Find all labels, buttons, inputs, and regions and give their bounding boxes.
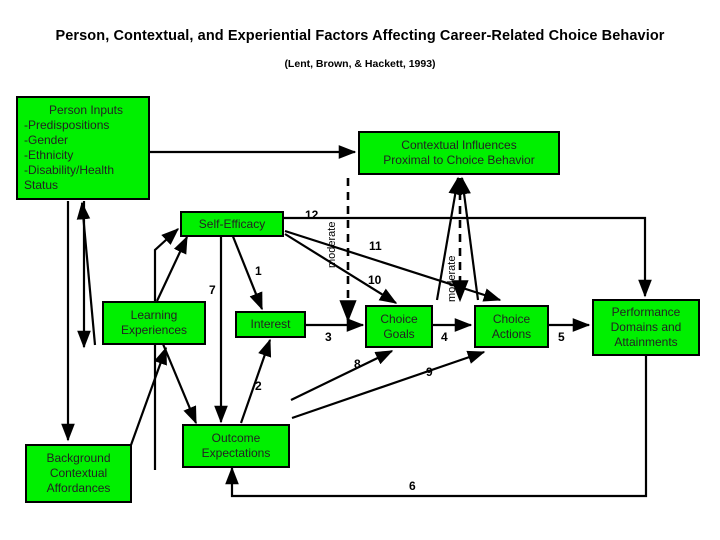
moderator-label-right: moderate [446,255,458,302]
path-label-11: 11 [369,239,382,253]
edge-outcome-to-interest [239,338,272,424]
edge-up-into-contextual-left [435,176,462,301]
edge-outcome-to-actions [291,350,486,420]
page-subtitle: (Lent, Brown, & Hackett, 1993) [284,58,436,70]
node-line: Interest [250,317,291,331]
path-label-8: 8 [354,357,361,371]
edge-up-into-contextual-right [457,176,480,301]
edge-learning-to-selfefficacy [156,235,188,302]
edge-learning-person-up [76,201,97,346]
node-line: Goals [383,326,415,341]
page-title: Person, Contextual, and Experiential Fac… [55,28,665,44]
node-line: Proximal to Choice Behavior [383,153,535,167]
node-line: Performance [611,305,681,319]
edge-selfefficacy-to-interest [230,233,264,311]
path-label-9: 9 [426,365,433,379]
node-learning-experiences[interactable]: Learning Experiences [102,301,206,345]
edge-performance-feedback-6 [225,356,648,498]
node-contextual-influences[interactable]: Contextual Influences Proximal to Choice… [358,131,560,175]
node-line: Experiences [120,323,188,337]
node-person-inputs[interactable]: Person Inputs -Predispositions -Gender -… [16,96,150,200]
node-line: Contextual [49,466,108,480]
edge-outcome-to-goals [290,350,394,401]
edge-background-rail-to-selfefficacy [153,228,179,470]
path-label-5: 5 [558,330,565,344]
node-line: Attainments [614,335,678,349]
moderator-label-left: moderate [326,221,338,268]
node-line: Status [24,178,59,192]
node-choice-goals[interactable]: Choice Goals [365,305,433,348]
node-line: -Disability/Health [24,163,115,177]
node-line: Person Inputs [48,103,124,117]
node-line: Actions [491,326,532,341]
node-line: -Ethnicity [24,148,74,162]
node-self-efficacy[interactable]: Self-Efficacy [180,211,284,237]
node-line: Choice [380,311,418,326]
node-line: -Gender [24,133,69,147]
node-line: -Predispositions [24,118,110,132]
path-label-3: 3 [325,330,332,344]
path-label-7: 7 [209,283,216,297]
edge-selfefficacy-to-performance [284,216,652,298]
node-line: Expectations [201,446,271,460]
node-background-affordances[interactable]: Background Contextual Affordances [25,444,132,503]
path-label-1: 1 [255,264,262,278]
path-label-12: 12 [305,208,319,222]
node-line: Background [46,451,111,465]
path-label-4: 4 [441,330,448,344]
node-line: Self-Efficacy [198,216,266,231]
path-label-2: 2 [255,379,262,393]
node-line: Contextual Influences [401,138,517,152]
node-line: Learning [130,308,178,322]
node-outcome-expectations[interactable]: Outcome Expectations [182,424,290,468]
edge-learning-to-outcome [161,343,198,425]
node-line: Domains and [610,320,682,334]
node-line: Choice [492,311,531,326]
node-line: Outcome [211,431,261,445]
path-label-10: 10 [368,273,382,287]
path-label-6: 6 [409,479,416,493]
node-interest[interactable]: Interest [235,311,306,338]
node-line: Affordances [46,481,111,495]
edge-background-to-learning [129,346,168,446]
node-choice-actions[interactable]: Choice Actions [474,305,549,348]
edge-selfefficacy-to-actions [284,229,502,302]
edge-selfefficacy-to-goals [284,233,398,304]
node-performance-domains[interactable]: Performance Domains and Attainments [592,299,700,356]
